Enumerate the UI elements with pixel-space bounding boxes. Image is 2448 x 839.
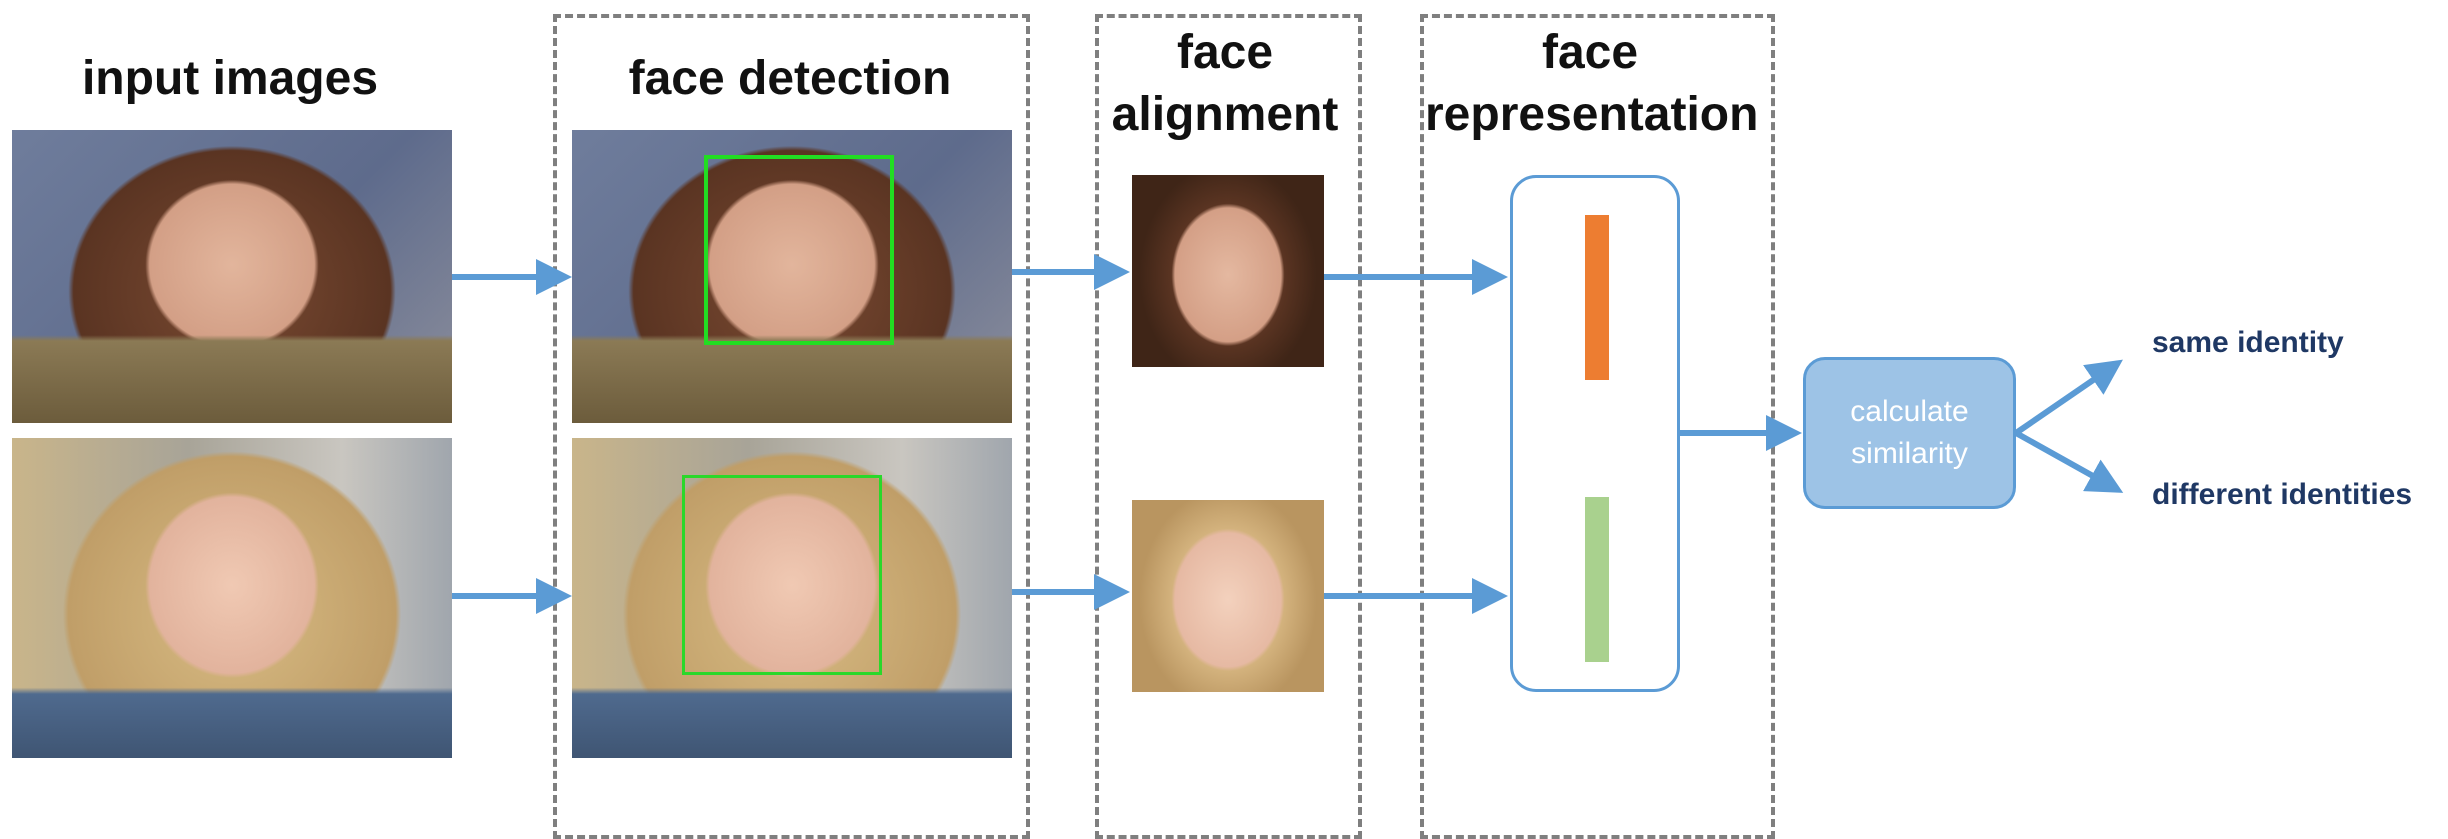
calculate-similarity-label: calculate similarity bbox=[1850, 395, 1969, 470]
feature-vector-2 bbox=[1585, 497, 1609, 662]
feature-vector-1 bbox=[1585, 215, 1609, 380]
output-same-identity: same identity bbox=[2152, 326, 2344, 359]
portrait-1-clothing bbox=[12, 130, 452, 423]
panel-face-alignment bbox=[1095, 14, 1362, 839]
output-different-identities: different identities bbox=[2152, 478, 2413, 511]
detection-image-2 bbox=[572, 438, 1012, 758]
detection-bounding-box-2 bbox=[682, 475, 882, 675]
calculate-similarity-node: calculate similarity bbox=[1803, 357, 2016, 509]
panel-face-detection bbox=[553, 14, 1030, 839]
title-face-representation-line1: face bbox=[1541, 26, 1639, 79]
portrait-2-clothing bbox=[12, 438, 452, 758]
arrow-similarity-to-different bbox=[2014, 430, 2124, 493]
aligned-face-2 bbox=[1132, 500, 1324, 692]
detection-bounding-box-1 bbox=[704, 155, 894, 345]
input-image-1 bbox=[12, 130, 452, 423]
title-face-detection: face detection bbox=[628, 52, 952, 105]
detection-portrait-1-clothing bbox=[572, 130, 1012, 423]
title-face-alignment-line1: face bbox=[1176, 26, 1274, 79]
title-face-alignment-line2: alignment bbox=[1111, 88, 1339, 141]
detection-portrait-2-clothing bbox=[572, 438, 1012, 758]
title-face-representation-line2: representation bbox=[1425, 88, 1759, 141]
input-image-2 bbox=[12, 438, 452, 758]
arrow-similarity-to-same bbox=[2014, 359, 2123, 436]
aligned-face-1 bbox=[1132, 175, 1324, 367]
detection-image-1 bbox=[572, 130, 1012, 423]
title-input-images: input images bbox=[81, 52, 379, 105]
